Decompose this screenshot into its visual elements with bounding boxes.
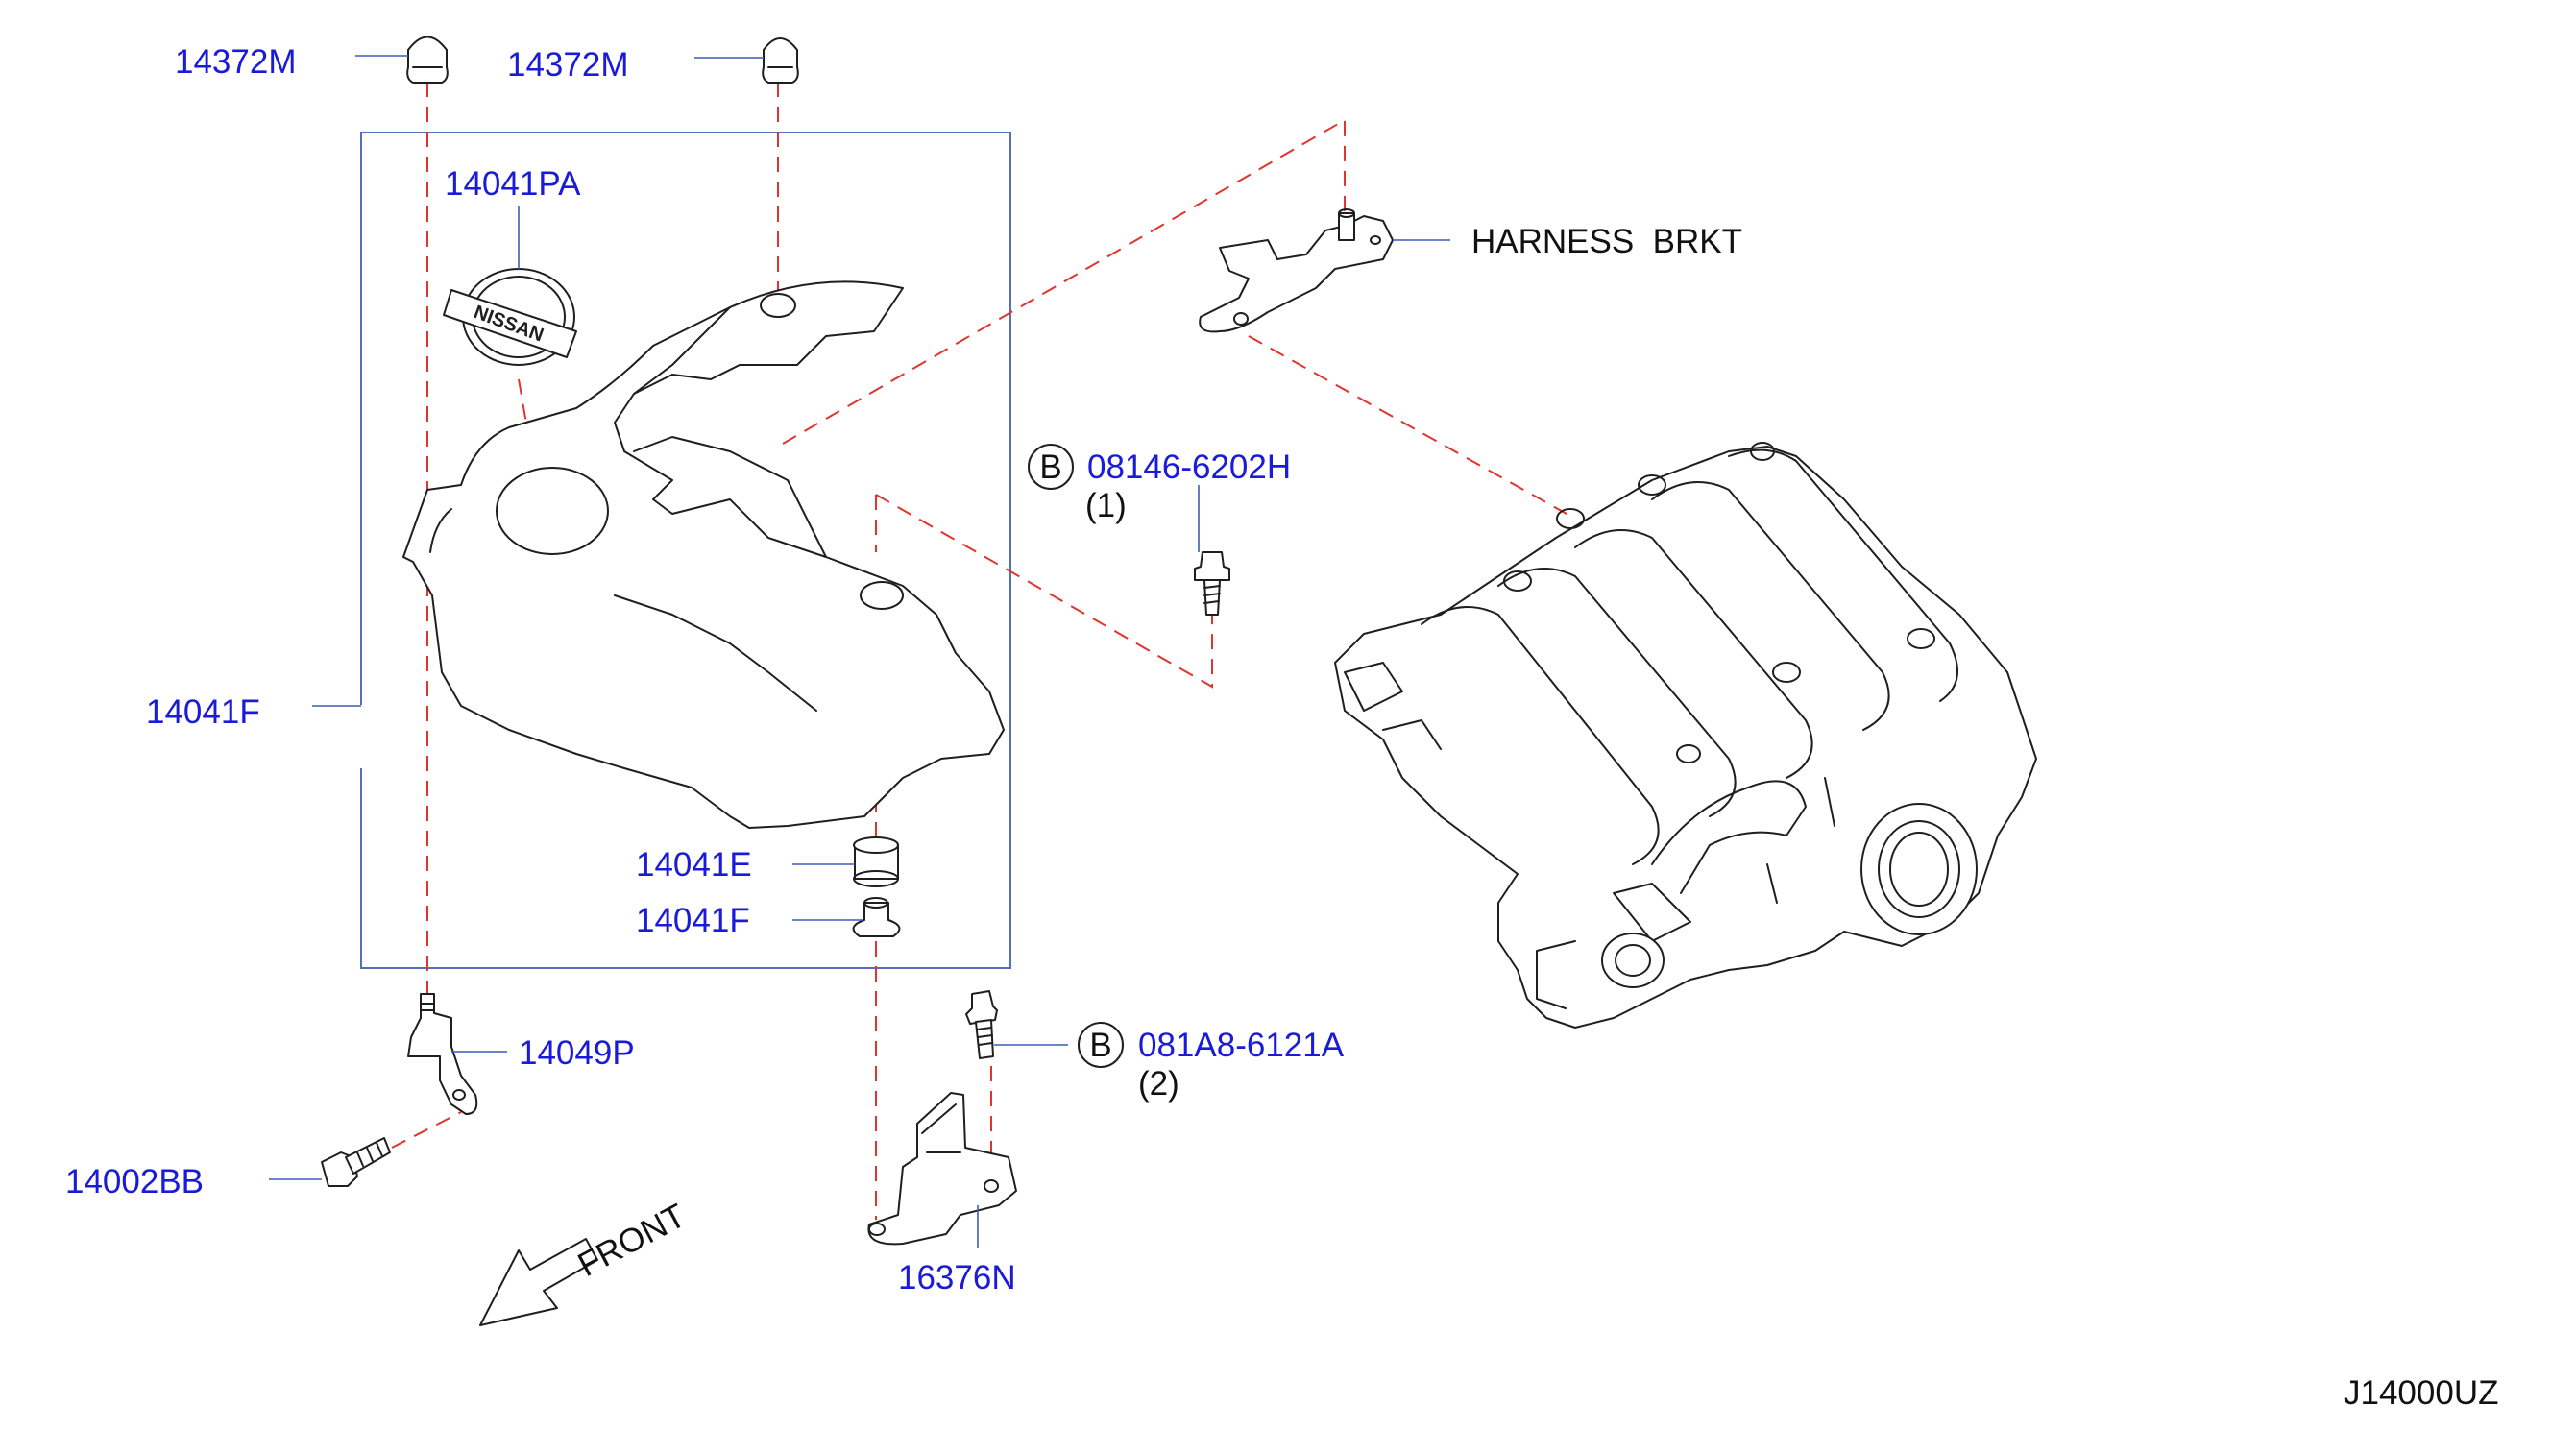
collar-14041f	[852, 897, 901, 937]
intake-manifold	[1334, 442, 2037, 1029]
part-label-14041f[interactable]: 14041F	[636, 902, 750, 939]
part-label-14041e[interactable]: 14041E	[636, 846, 752, 884]
part-label-14372m-right[interactable]: 14372M	[507, 46, 628, 84]
bracket-14049p	[407, 993, 478, 1115]
front-label: FRONT	[571, 1197, 692, 1284]
qty-081a8-6121a: (2)	[1138, 1065, 1179, 1103]
nissan-emblem: NISSAN	[443, 268, 577, 366]
bolt-symbol-text-1: B	[1039, 448, 1061, 486]
bolt-symbol-1: B	[1028, 444, 1074, 490]
assembly-frame	[360, 132, 1011, 969]
part-label-16376n[interactable]: 16376N	[898, 1259, 1016, 1297]
part-label-14049p[interactable]: 14049P	[519, 1034, 635, 1072]
qty-08146-6202h: (1)	[1085, 487, 1127, 524]
grommet-14041e	[853, 836, 899, 887]
leader-lines	[269, 55, 1450, 1248]
part-label-14041f-cover[interactable]: 14041F	[146, 693, 260, 731]
part-label-08146-6202h[interactable]: 08146-6202H	[1087, 448, 1291, 486]
part-label-14041pa[interactable]: 14041PA	[445, 165, 581, 203]
part-label-14372m-left[interactable]: 14372M	[175, 43, 296, 81]
harness-bracket	[1199, 208, 1394, 333]
cap-14372m-left	[406, 36, 449, 84]
bolt-symbol-2: B	[1078, 1022, 1124, 1068]
bolt-symbol-text-2: B	[1089, 1027, 1111, 1064]
part-label-14002bb[interactable]: 14002BB	[65, 1163, 204, 1200]
cap-14372m-right	[762, 37, 799, 84]
diagram-id-code: J14000UZ	[2344, 1374, 2498, 1412]
bolt-14002bb	[321, 1137, 391, 1187]
bolt-081a8-6121a	[965, 990, 998, 1059]
front-arrow	[479, 1238, 598, 1326]
harness-bracket-label: HARNESS BRKT	[1471, 223, 1742, 260]
bolt-08146-6202h	[1194, 551, 1230, 616]
engine-cover	[402, 280, 1005, 829]
bracket-16376n	[867, 1092, 1017, 1246]
part-label-081a8-6121a[interactable]: 081A8-6121A	[1138, 1027, 1345, 1064]
